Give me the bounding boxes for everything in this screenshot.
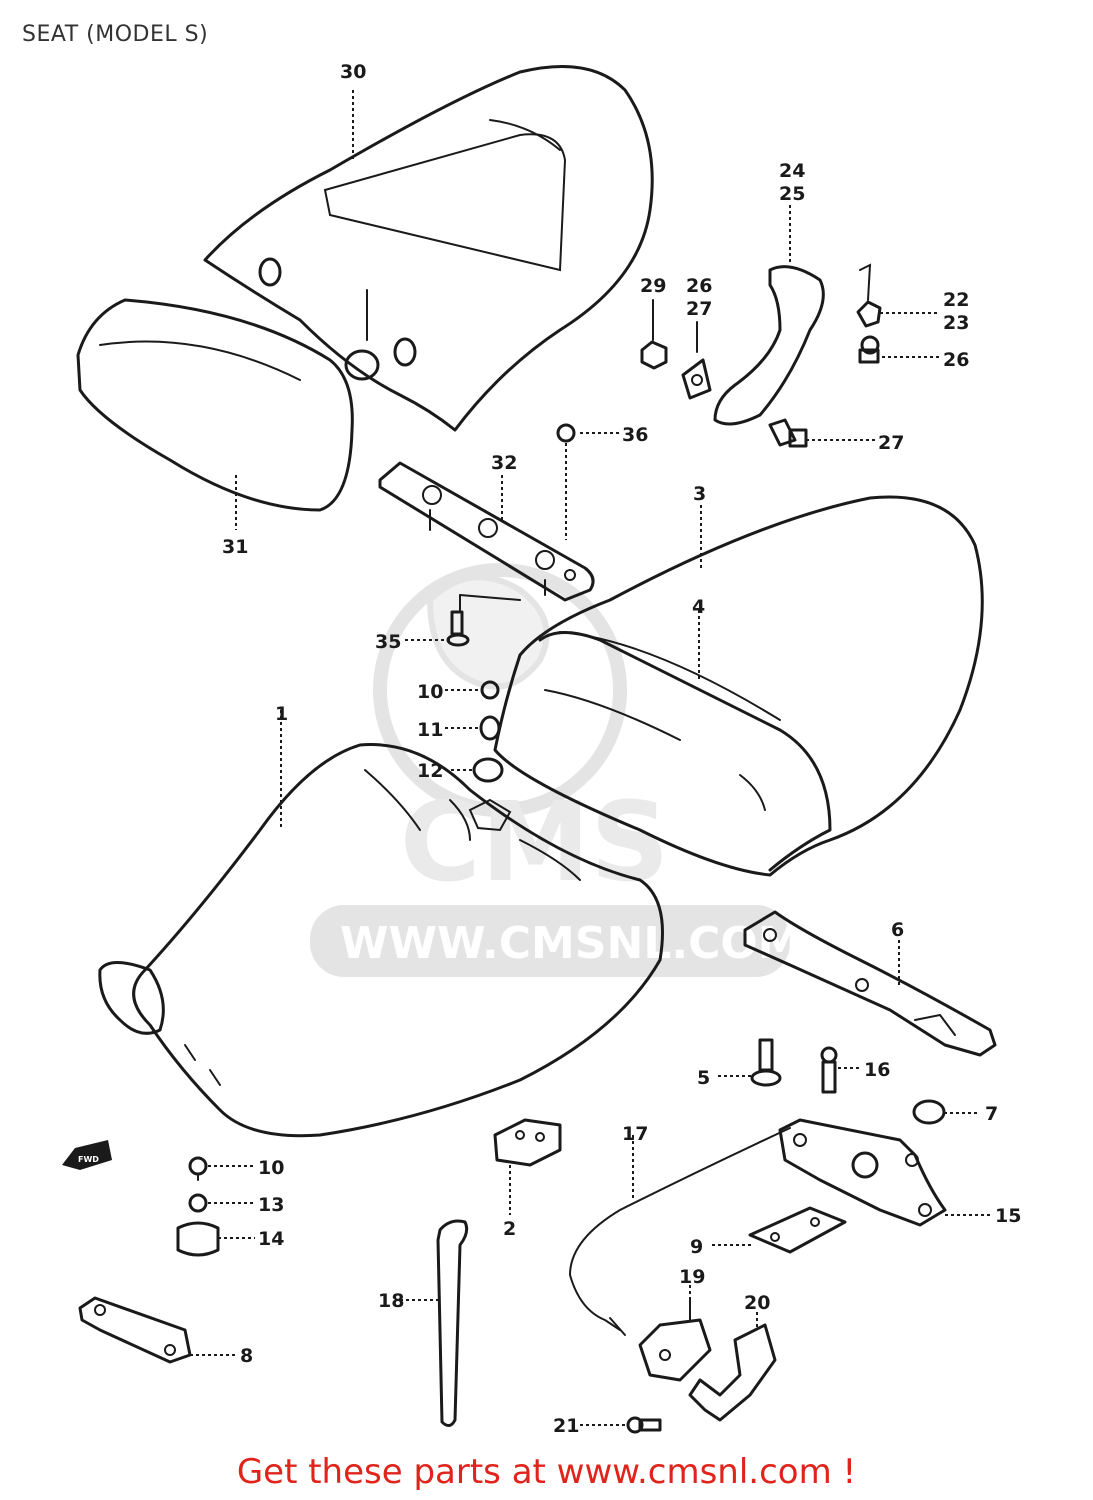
part-3-passenger-seat (493, 495, 984, 877)
callout-30: 29 (640, 275, 666, 297)
part-1-main-seat (98, 743, 664, 1138)
watermark-url-text: WWW.CMSNL.COM (340, 918, 802, 969)
part-35-screw (446, 594, 521, 647)
callout-32: 31 (222, 536, 248, 558)
callout-6: 6 (891, 919, 904, 941)
front-direction-arrow: FWD (62, 1140, 112, 1170)
part-14-collar (176, 1221, 220, 1257)
part-16-screw (820, 1046, 838, 1094)
callout-2: 2 (503, 1218, 516, 1240)
part-15-lock-plate (778, 1118, 947, 1227)
footer-cta-link[interactable]: Get these parts at www.cmsnl.com ! (236, 1452, 857, 1492)
part-29-bolt (768, 418, 808, 448)
callout-10-lower: 10 (258, 1157, 284, 1179)
part-9-plate (748, 1206, 847, 1254)
parts-10-11-12-stack (468, 680, 512, 832)
callout-34: 32 (491, 452, 517, 474)
callout-5: 5 (697, 1067, 710, 1089)
part-10-bolt-lower (188, 1156, 208, 1181)
part-17-cable (568, 1127, 791, 1336)
callout-25: 23 (943, 312, 969, 334)
part-2-block (493, 1118, 562, 1167)
page-title: SEAT (MODEL S) (22, 22, 209, 47)
callout-35: 35 (375, 631, 401, 653)
part-36-grommet (556, 423, 576, 540)
callout-16: 16 (864, 1059, 890, 1081)
part-8-bracket (78, 1296, 192, 1364)
callout-23: 25 (779, 183, 805, 205)
callout-31: 30 (340, 61, 366, 83)
callout-22: 24 (779, 160, 805, 182)
callout-19: 19 (679, 1266, 705, 1288)
callout-1: 1 (275, 703, 288, 725)
leader-lines (190, 90, 990, 1426)
cmsnl-watermark: CMS WWW.CMSNL.COM (310, 563, 802, 977)
part-5-bolt (750, 1038, 782, 1087)
callout-26-right: 26 (943, 349, 969, 371)
part-20-lock-bracket (688, 1323, 777, 1422)
callout-21: 21 (553, 1415, 579, 1437)
part-6-bracket (743, 910, 997, 1057)
callout-26-left: 26 (686, 275, 712, 297)
part-31-grommet (344, 289, 380, 381)
part-13-washer (188, 1193, 208, 1213)
part-26-27-washer (681, 321, 712, 400)
callout-13: 13 (258, 1194, 284, 1216)
part-19-lock-cylinder (638, 1299, 712, 1382)
part-34-bracket-plate (378, 461, 595, 602)
callout-14: 14 (258, 1228, 284, 1250)
callout-7: 7 (985, 1103, 998, 1125)
callout-12: 12 (417, 760, 443, 782)
part-32-rear-pad (76, 298, 354, 512)
part-26-bolt-right (858, 335, 880, 364)
part-21-screw (626, 1416, 662, 1434)
callout-27: 27 (686, 298, 712, 320)
part-31-seat-tail-cover (203, 65, 654, 432)
part-30-nut (640, 299, 668, 370)
callout-29: 27 (878, 432, 904, 454)
callout-labels: 30 31 24 25 29 26 27 22 23 26 36 27 32 3… (222, 61, 1021, 1437)
part-24-25-nut (856, 263, 882, 328)
callout-36: 36 (622, 424, 648, 446)
callout-18: 18 (378, 1290, 404, 1312)
watermark-logo-text: CMS (400, 778, 669, 906)
callout-4: 4 (692, 596, 705, 618)
callout-17: 17 (622, 1123, 648, 1145)
callout-11: 11 (417, 719, 443, 741)
part-18-strap (436, 1219, 469, 1427)
callout-3: 3 (693, 483, 706, 505)
part-22-23-grab-rail (713, 265, 825, 426)
callout-15: 15 (995, 1205, 1021, 1227)
callout-8: 8 (240, 1345, 253, 1367)
callout-9: 9 (690, 1236, 703, 1258)
part-7-grommet (912, 1099, 946, 1125)
callout-20: 20 (744, 1292, 770, 1314)
front-arrow-label: FWD (78, 1155, 99, 1164)
callout-10-upper: 10 (417, 681, 443, 703)
callout-24: 22 (943, 289, 969, 311)
